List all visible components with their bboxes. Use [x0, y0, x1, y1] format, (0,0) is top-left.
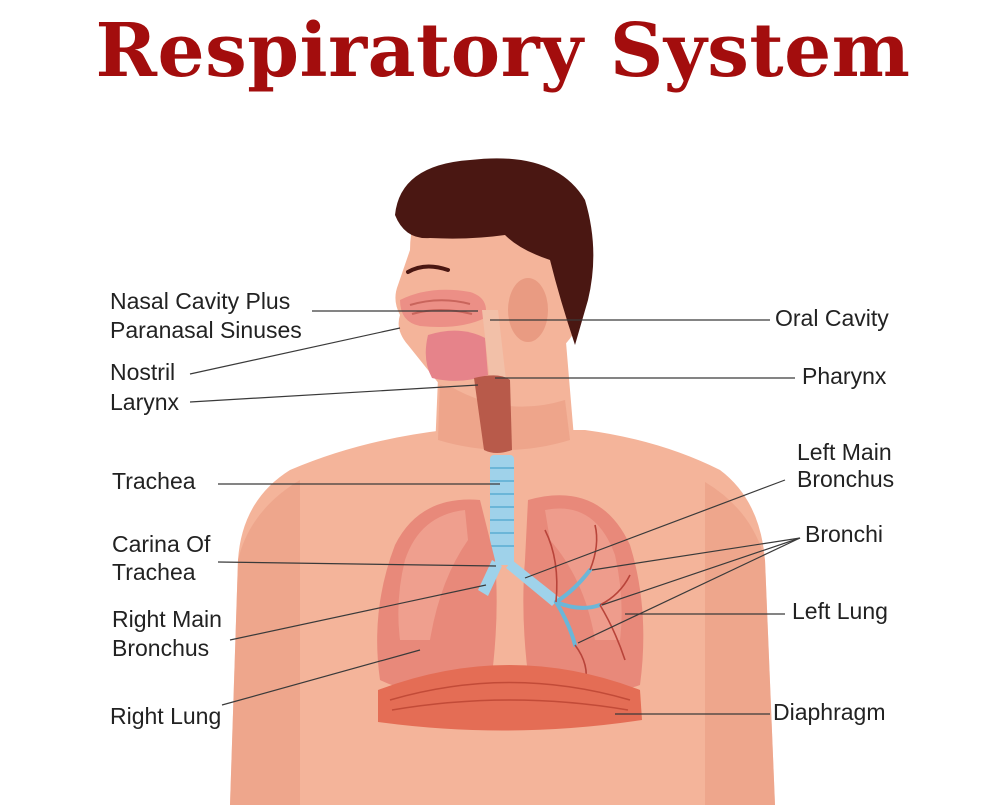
- nasal-folds: [409, 299, 473, 315]
- diaphragm: [378, 665, 642, 731]
- larynx: [474, 375, 512, 453]
- right-lung-highlight: [398, 510, 468, 640]
- label-pharynx: Pharynx: [802, 363, 887, 389]
- nasal-cavity: [400, 289, 486, 327]
- trachea: [490, 455, 514, 565]
- label-nasal-cavity-line1: Nasal Cavity Plus: [110, 288, 290, 314]
- bronchi-leader-1: [591, 537, 801, 571]
- right-main-bronchus-leader: [229, 584, 487, 641]
- pharynx: [482, 310, 506, 382]
- nostril-leader: [189, 327, 401, 375]
- left-lung-highlight: [545, 508, 622, 640]
- oral-cavity: [425, 330, 488, 381]
- left-arm-shade: [705, 482, 775, 805]
- left-lung-vessels: [544, 524, 631, 686]
- eyebrow: [406, 264, 450, 274]
- bronchi-leader-3: [577, 537, 801, 644]
- label-left-main-bronchus-line1: Left Main: [797, 439, 892, 465]
- label-right-main-bronchus-line1: Right Main: [112, 606, 222, 632]
- lungs: [377, 495, 644, 694]
- hair: [395, 158, 594, 345]
- label-larynx: Larynx: [110, 389, 180, 415]
- label-left-main-bronchus-line2: Bronchus: [797, 466, 894, 492]
- diaphragm-fibers: [389, 681, 631, 711]
- airway: [400, 289, 514, 565]
- label-nostril: Nostril: [110, 359, 175, 385]
- label-nasal-cavity-line2: Paranasal Sinuses: [110, 317, 302, 343]
- ear: [508, 278, 548, 342]
- right-lung-leader: [221, 649, 421, 706]
- label-left-lung: Left Lung: [792, 598, 888, 624]
- leader-lines: [189, 310, 801, 715]
- label-carina-line2: Trachea: [112, 559, 196, 585]
- bronchi-leader-2: [601, 537, 801, 606]
- label-diaphragm: Diaphragm: [773, 699, 886, 725]
- larynx-leader: [189, 384, 479, 403]
- page-title: Respiratory System: [95, 8, 911, 94]
- labels-left: Nasal Cavity Plus Paranasal Sinuses Nost…: [110, 288, 302, 729]
- label-right-main-bronchus-line2: Bronchus: [112, 635, 209, 661]
- left-main-bronchus: [506, 560, 560, 606]
- trachea-rings: [490, 467, 514, 547]
- labels-right: Oral Cavity Pharynx Left Main Bronchus B…: [773, 305, 894, 725]
- label-oral-cavity: Oral Cavity: [775, 305, 889, 331]
- right-main-bronchus: [478, 560, 502, 596]
- label-carina-line1: Carina Of: [112, 531, 211, 557]
- carina-leader: [217, 561, 497, 567]
- left-main-bronchus-leader: [524, 479, 786, 579]
- right-arm-shade: [230, 480, 300, 805]
- label-right-lung: Right Lung: [110, 703, 221, 729]
- label-trachea: Trachea: [112, 468, 196, 494]
- label-bronchi: Bronchi: [805, 521, 883, 547]
- bronchi-branches: [554, 568, 602, 647]
